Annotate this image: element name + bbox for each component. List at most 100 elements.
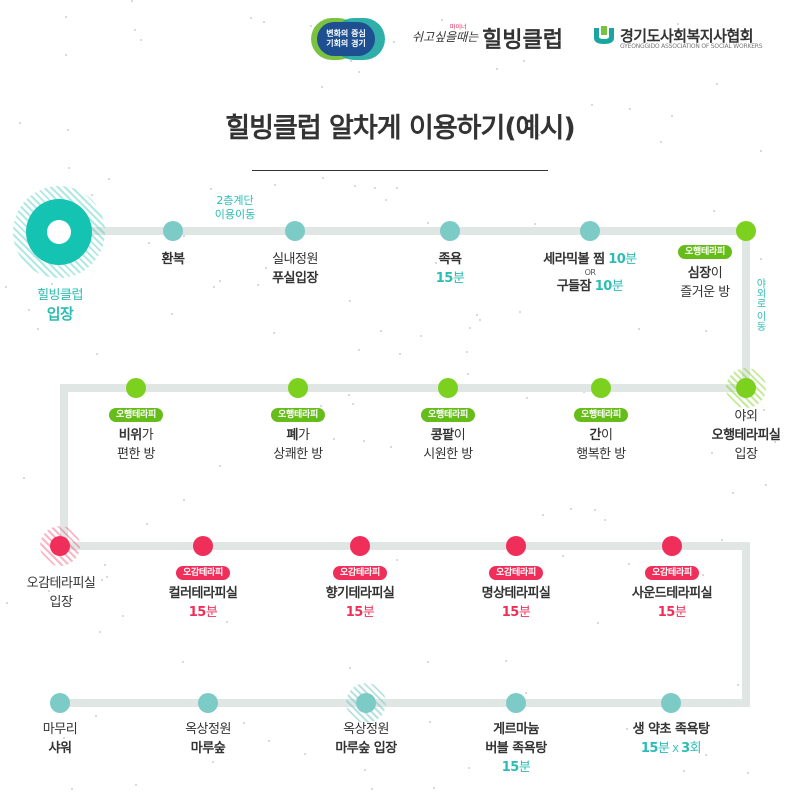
speckle [466,351,468,353]
step-changing-label: 환복 [133,250,213,269]
speckle [41,293,43,295]
color-therapy-minutes: 15 [188,605,207,620]
speckle [185,588,187,590]
speckle [583,391,585,393]
germanium-unit: 분 [518,760,531,775]
speckle [348,394,350,396]
step-dot-heart-room [736,221,756,241]
speckle [68,167,70,169]
speckle [243,722,245,724]
gudeuljam-unit: 분 [611,279,624,294]
track-right1 [742,227,750,392]
speckle [716,83,718,85]
speckle [320,405,322,407]
speckle [65,54,67,56]
speckle [420,335,422,337]
speckle [257,284,259,286]
speckle [250,17,252,19]
speckle [219,280,221,282]
gyeonggi-logo-badge: 변화의 중심 기회의 경기 [311,18,385,60]
step-ceramic-label: 세라믹볼 찜 10분 OR 구들잠 10분 [525,250,655,296]
speckle [737,684,739,686]
stomach-room-tag: 오행테라피 [109,408,163,422]
senses-entry-line2: 입장 [49,595,73,610]
step-dot-color-therapy [193,536,213,556]
speckle [505,660,507,662]
speckle [732,492,734,494]
step-dot-outdoor [736,378,756,398]
stairs-note: 2층계단 이용이동 [200,194,270,222]
speckle [5,286,7,288]
step-stomach-room-label: 비위가 편한 방 [91,426,181,464]
step-dot-liver-room [591,378,611,398]
liver-room-rest: 이 [601,428,613,443]
step-entry-label: 힐빙클럽 입장 [10,286,110,324]
step-dot-aroma-therapy [350,536,370,556]
sound-therapy-unit: 분 [674,605,687,620]
healing-club-logo: 힐빙클럽 [482,28,563,53]
step-kidney-room-label: 콩팥이 시원한 방 [403,426,493,464]
color-therapy-text: 컬러테라피실 [168,586,238,601]
speckle [626,728,628,730]
footbath-minutes: 15 [435,271,454,286]
speckle [6,602,8,604]
speckle [183,235,185,237]
step-dot-sound-therapy [662,536,682,556]
speckle [591,104,593,106]
speckle [67,129,69,131]
kidney-room-line2: 시원한 방 [423,447,473,462]
speckle [396,559,398,561]
herbal-footbath-times-sign: X [669,744,682,755]
track-row4 [60,699,750,707]
association-logo-icon [594,26,614,44]
step-footbath-label: 족욕 15분 [410,250,490,288]
liver-room-line2: 행복한 방 [576,447,626,462]
track-row1 [60,227,750,235]
speckle [71,788,73,790]
lung-room-bold: 폐 [286,428,299,443]
speckle [321,86,323,88]
speckle [523,60,525,62]
speckle [255,126,257,128]
speckle [48,590,50,592]
germanium-line2: 버블 족욕탕 [485,741,547,756]
speckle [385,199,387,201]
speckle [213,286,215,288]
speckle [374,187,376,189]
speckle [747,772,749,774]
speckle [597,622,599,624]
speckle [479,319,481,321]
speckle [429,721,431,723]
title-divider [252,170,548,171]
speckle [304,753,306,755]
speckle [333,438,335,440]
speckle [713,210,715,212]
speckle [705,330,707,332]
step-sound-therapy-label: 사운드테라피실 15분 [612,584,732,622]
speckle [671,115,673,117]
speckle [396,187,398,189]
speckle [526,397,528,399]
indoor-garden-line1: 실내정원 [272,252,318,267]
ceramic-minutes: 10 [608,252,626,267]
aroma-therapy-unit: 분 [362,605,375,620]
speckle [28,309,30,311]
changing-text: 환복 [161,252,185,267]
association-subtitle: GYEONGGIDO ASSOCIATION OF SOCIAL WORKERS [620,43,763,50]
stomach-room-line2: 편한 방 [116,447,156,462]
step-dot-footbath [440,221,460,241]
stairs-note-line1: 2층계단 [216,194,254,207]
step-germanium-bath-label: 게르마늄 버블 족욕탕 15분 [466,720,566,777]
healing-script-text: 쉬고싶을때는 [412,30,479,44]
speckle [146,523,148,525]
heart-room-tag: 오행테라피 [678,245,732,259]
meditation-therapy-unit: 분 [518,605,531,620]
speckle [570,508,572,510]
speckle [765,484,767,486]
speckle [496,68,498,70]
color-therapy-unit: 분 [205,605,218,620]
entry-line1: 힐빙클럽 [37,288,83,303]
speckle [427,222,429,224]
sound-therapy-text: 사운드테라피실 [631,586,713,601]
liver-room-tag: 오행테라피 [574,408,628,422]
